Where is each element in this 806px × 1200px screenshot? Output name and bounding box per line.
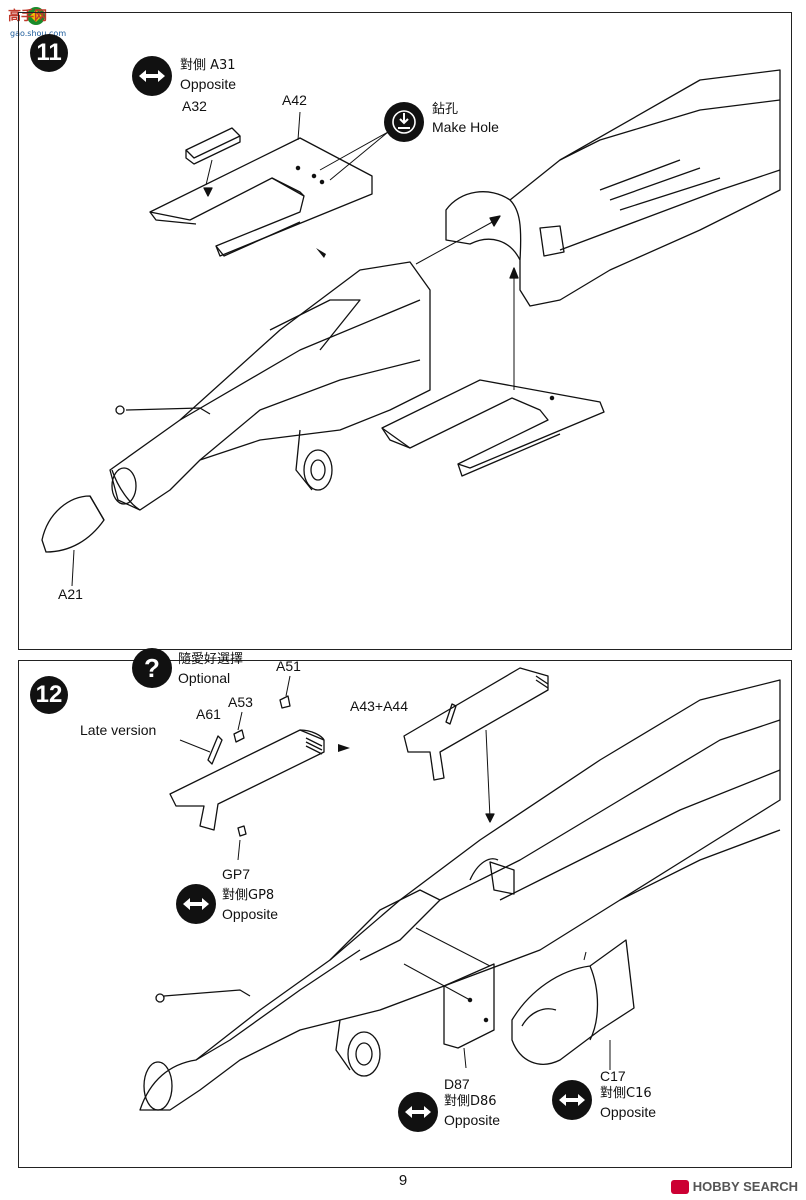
part-a32 <box>185 127 241 165</box>
lower-panel-step11 <box>381 379 605 477</box>
label-a51: A51 <box>276 658 301 674</box>
optional-cjk: 隨愛好選擇 <box>178 652 244 667</box>
hobby-search-logo-icon <box>670 1179 689 1194</box>
label-a43-a44: A43+A44 <box>350 698 408 714</box>
c16-opposite-en: Opposite <box>600 1104 657 1120</box>
gp8-opposite-cjk: 對側GP8 <box>222 888 275 903</box>
question-icon: ? <box>144 652 160 683</box>
direction-arrow-right <box>338 744 350 752</box>
double-arrow-icon <box>183 898 209 910</box>
gp8-opposite-en: Opposite <box>222 906 279 922</box>
label-a61: A61 <box>196 706 221 722</box>
opposite-badge-c16 <box>552 1080 592 1120</box>
double-arrow-icon <box>559 1094 585 1106</box>
optional-badge: ? <box>132 648 172 688</box>
d86-opposite-cjk: 對側D86 <box>444 1094 497 1109</box>
part-a61 <box>207 735 223 765</box>
hobby-search-watermark: HOBBY SEARCH <box>670 1179 798 1194</box>
fuselage-step12 <box>139 679 781 1111</box>
part-c17 <box>511 939 635 1065</box>
d86-opposite-en: Opposite <box>444 1112 501 1128</box>
step-12-number: 12 <box>30 676 68 714</box>
hobby-search-brand: HOBBY SEARCH <box>692 1179 798 1194</box>
step-11-panel <box>18 12 792 650</box>
label-d87: D87 <box>444 1076 470 1092</box>
double-arrow-icon <box>405 1106 431 1118</box>
step-12-panel <box>18 660 792 1168</box>
label-late-version: Late version <box>80 722 157 738</box>
label-gp7: GP7 <box>222 866 251 882</box>
opposite-badge-gp8 <box>176 884 216 924</box>
label-c17: C17 <box>600 1068 626 1084</box>
rear-fuselage-step11 <box>445 69 781 307</box>
part-a21 <box>41 495 105 553</box>
opposite-badge-a31 <box>132 56 172 96</box>
part-a53 <box>233 729 245 743</box>
make-hole-cjk: 鉆孔 <box>432 102 459 117</box>
opposite-badge-d86 <box>398 1092 438 1132</box>
a31-opposite-en: Opposite <box>180 76 237 92</box>
site-url: gao.shou.com <box>10 29 66 38</box>
label-a53: A53 <box>228 694 253 710</box>
drill-hole-icon <box>392 110 416 134</box>
part-a51 <box>279 695 291 709</box>
double-arrow-icon <box>139 70 165 82</box>
step-11-number: 11 <box>30 34 68 72</box>
label-a32: A32 <box>182 98 207 114</box>
a31-opposite-cjk: 對側 A31 <box>180 58 236 73</box>
part-a42 <box>149 137 373 257</box>
label-a42: A42 <box>282 92 307 108</box>
make-hole-en: Make Hole <box>432 119 499 135</box>
upper-panel-step12 <box>403 667 549 781</box>
label-a21: A21 <box>58 586 83 602</box>
page-number: 9 <box>398 1172 408 1189</box>
optional-en: Optional <box>178 670 231 686</box>
part-gp7 <box>237 825 247 837</box>
c16-opposite-cjk: 對側C16 <box>600 1086 652 1101</box>
install-arrow <box>316 248 326 258</box>
forward-fuselage-step11 <box>109 261 431 511</box>
canopy-assembly <box>169 729 325 831</box>
make-hole-badge <box>384 102 424 142</box>
